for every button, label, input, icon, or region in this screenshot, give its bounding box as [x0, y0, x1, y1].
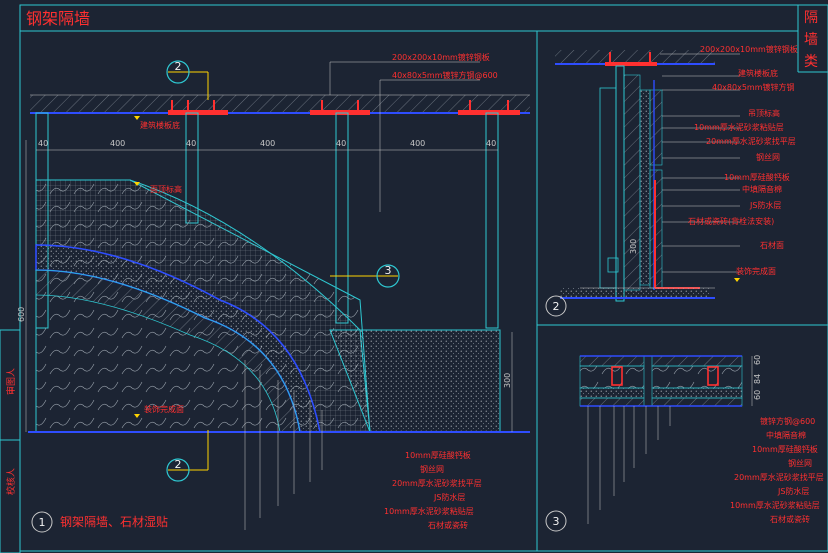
- section-mark-top: 2: [166, 60, 209, 100]
- v3-label-4: 钢丝网: [788, 458, 812, 468]
- side-strip: [0, 329, 21, 553]
- dim-top-2: 400: [110, 139, 125, 148]
- v2-floor: [560, 288, 710, 298]
- leader-label-4: JS防水层: [433, 492, 465, 502]
- view3-badge: [545, 510, 567, 532]
- v3-label-6: JS防水层: [777, 486, 809, 496]
- v2-mortar: [639, 89, 651, 286]
- v2-steel-plate: [605, 62, 657, 66]
- dim-top-7: 40: [486, 139, 496, 148]
- section-mark-bottom: 2: [166, 430, 209, 482]
- v3-label-8: 石材或瓷砖: [770, 514, 810, 524]
- drawing-title: 钢架隔墙: [26, 9, 90, 28]
- leader-label-5: 10mm厚水泥砂浆粘贴层: [384, 506, 474, 516]
- leader-label-3: 20mm厚水泥砂浆找平层: [392, 478, 482, 488]
- v2-steel-tube: [615, 65, 625, 302]
- v3-label-2: 中填隔音棉: [766, 430, 806, 440]
- view3-section: 60 84 60 镀锌方钢@600 中填隔音棉 10mm厚硅酸钙板 钢丝网 20…: [545, 355, 824, 532]
- side-label-reviewer: 审图人: [5, 368, 17, 395]
- level-marker-finish: [134, 414, 140, 418]
- dim-left: 600: [17, 307, 26, 322]
- v2-label-1: 200x200x10mm镀锌钢板: [700, 44, 798, 54]
- v2-level-marker: [734, 278, 740, 282]
- view1-section: 40 400 40 400 40 400 40 600 300 200x200x…: [17, 52, 530, 533]
- v2-label-2: 建筑楼板底: [738, 68, 778, 78]
- view2-badge: [545, 295, 567, 317]
- drawing-frame: [19, 4, 828, 552]
- section-mark-top-number: 2: [175, 60, 182, 73]
- view3-badge-number: 3: [553, 515, 560, 528]
- v2-foot: [607, 257, 619, 273]
- v2-dimension: 300: [629, 239, 638, 254]
- v2-label-8: 10mm厚硅酸钙板: [724, 172, 790, 182]
- level-marker-floor: [134, 116, 140, 120]
- dim-top-3: 40: [186, 139, 196, 148]
- leader-label-1: 10mm厚硅酸钙板: [405, 450, 471, 460]
- v2-label-11: 石材或瓷砖(背栓法安装): [688, 216, 774, 226]
- label-steel-tube: 40x80x5mm镀锌方钢@600: [392, 70, 498, 80]
- level-marker-top: [134, 182, 140, 186]
- floor-slab: [30, 95, 530, 113]
- v2-label-10: JS防水层: [749, 200, 781, 210]
- v3-dim-2: 84: [753, 374, 762, 384]
- v2-label-5: 10mm厚水泥砂浆粘贴层: [694, 122, 784, 132]
- category-char-3: 类: [804, 54, 818, 70]
- view2-section: 300 200x200x10mm镀锌钢板 建筑楼板底 40x80x5mm镀锌方钢…: [545, 44, 798, 317]
- v2-label-4: 吊顶标高: [748, 108, 780, 118]
- dim-top-6: 400: [410, 139, 425, 148]
- category-char-1: 隔: [804, 10, 818, 26]
- label-top-level: 面顶标高: [150, 184, 182, 194]
- v3-label-1: 镀锌方钢@600: [760, 416, 815, 426]
- v3-dim-1: 60: [753, 355, 762, 365]
- v2-stone-upper: [649, 89, 663, 166]
- v3-dim-3: 60: [753, 390, 762, 400]
- section-mark-right-number: 3: [385, 264, 392, 277]
- leader-label-2: 钢丝网: [420, 464, 444, 474]
- view2-badge-number: 2: [553, 300, 560, 313]
- label-steel-plate: 200x200x10mm镀锌钢板: [392, 52, 490, 62]
- v2-insulation: [623, 74, 641, 291]
- v3-wall-right: [651, 355, 743, 407]
- dim-right: 300: [503, 373, 512, 388]
- v3-label-3: 10mm厚硅酸钙板: [752, 444, 818, 454]
- category-char-2: 墙: [804, 32, 818, 48]
- v2-label-9: 中填隔音棉: [742, 184, 782, 194]
- v2-label-6: 20mm厚水泥砂浆找平层: [706, 136, 796, 146]
- v2-label-7: 钢丝网: [756, 152, 780, 162]
- view1-badge: [31, 511, 53, 533]
- leader-label-6: 石材或瓷砖: [428, 520, 468, 530]
- v3-label-5: 20mm厚水泥砂浆找平层: [734, 472, 824, 482]
- view1-badge-number: 1: [39, 516, 46, 529]
- section-mark-bottom-number: 2: [175, 458, 182, 471]
- v2-leaders: [660, 53, 740, 273]
- view1-caption: 钢架隔墙、石材湿贴: [60, 514, 168, 529]
- label-finish-level: 装饰完成面: [144, 404, 184, 414]
- v2-label-12: 石材面: [760, 240, 784, 250]
- section-mark-right: 3: [330, 264, 400, 288]
- dim-top-5: 40: [336, 139, 346, 148]
- v2-anchor-bolts: [609, 52, 651, 64]
- v3-label-7: 10mm厚水泥砂浆粘贴层: [730, 500, 820, 510]
- label-floor-level: 建筑楼板底: [140, 120, 180, 130]
- anchor-bolts: [171, 100, 509, 112]
- dim-top-1: 40: [38, 139, 48, 148]
- v2-label-3: 40x80x5mm镀锌方钢: [712, 82, 795, 92]
- bottom-leaders: [244, 360, 323, 530]
- v3-wall-left: [579, 355, 645, 407]
- v2-slab: [555, 50, 715, 64]
- v2-label-13: 装饰完成面: [736, 266, 776, 276]
- v3-leaders: [587, 406, 671, 524]
- side-label-checker: 校核人: [5, 468, 17, 495]
- dim-top-4: 400: [260, 139, 275, 148]
